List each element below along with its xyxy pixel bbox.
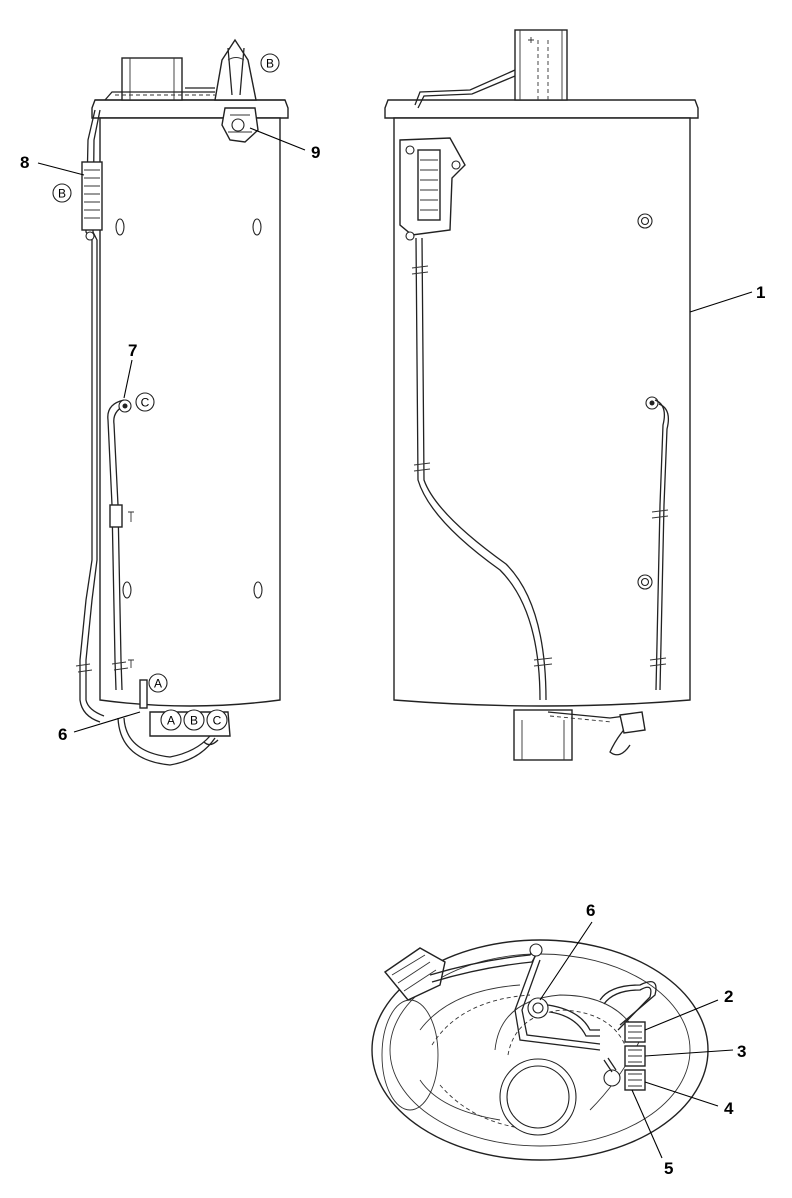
callout-numbers: 1 2 3 4 5 6 6 7 8 9 [20, 143, 765, 1178]
callout-6-bottom: 6 [586, 901, 595, 920]
svg-text:B: B [190, 714, 198, 728]
circled-a-group: A [160, 709, 182, 731]
svg-text:A: A [167, 714, 175, 728]
circled-b-side: B [52, 183, 72, 203]
circled-c-group: C [206, 709, 228, 731]
circled-a-bottom: A [148, 673, 168, 693]
right-heater-view [384, 29, 699, 761]
callout-6-left: 6 [58, 725, 67, 744]
callout-5: 5 [664, 1159, 673, 1178]
callout-7: 7 [128, 341, 137, 360]
callout-4: 4 [724, 1099, 734, 1118]
callout-8: 8 [20, 153, 29, 172]
leader-lines [37, 127, 753, 1159]
svg-text:A: A [154, 677, 162, 691]
callout-9: 9 [311, 143, 320, 162]
svg-text:B: B [266, 57, 274, 71]
circled-b-top: B [260, 53, 280, 73]
svg-text:B: B [58, 187, 66, 201]
svg-text:C: C [213, 714, 222, 728]
svg-text:C: C [141, 396, 150, 410]
circled-c-side: C [135, 392, 155, 412]
callout-1: 1 [756, 283, 765, 302]
callout-3: 3 [737, 1042, 746, 1061]
circled-b-group: B [183, 709, 205, 731]
left-heater-view [75, 38, 289, 766]
callout-2: 2 [724, 987, 733, 1006]
top-view-inset [371, 939, 709, 1161]
circled-letters: B B C A A B C [52, 53, 280, 731]
